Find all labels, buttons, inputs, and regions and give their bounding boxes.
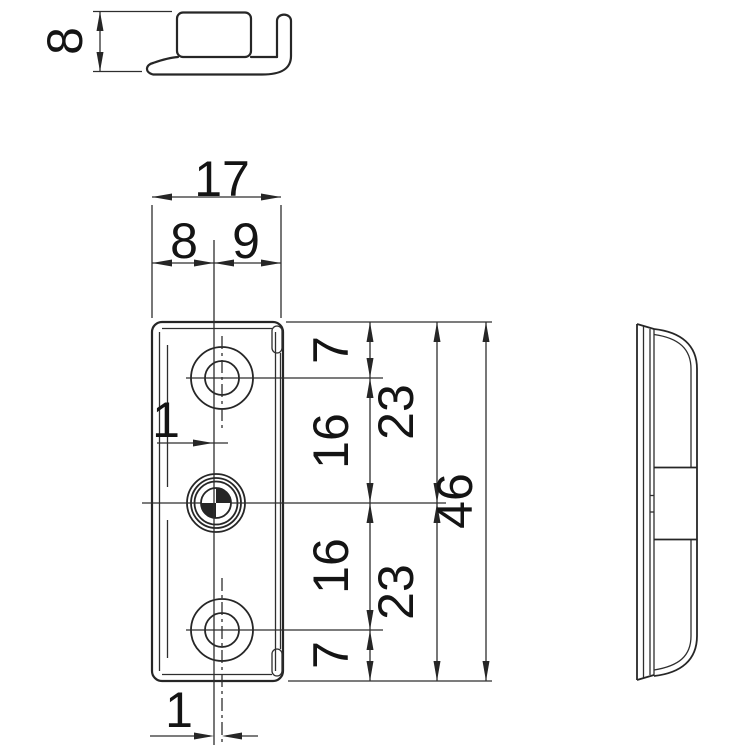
arrowhead-up — [366, 378, 374, 398]
arrowhead-left — [214, 259, 234, 267]
clip-lip-outline — [145, 13, 293, 76]
dim-lower-23-label: 23 — [368, 564, 424, 620]
arrowhead-down — [482, 661, 490, 681]
arrowhead-up — [96, 11, 104, 31]
dim-plate-height-label: 46 — [427, 473, 483, 529]
arrowhead-up — [366, 503, 374, 523]
dim-hole-from-right-label: 9 — [232, 213, 260, 269]
arrowhead-right — [194, 732, 214, 740]
dim-plate-width: 17 — [152, 151, 281, 207]
side-view — [636, 323, 698, 681]
center-hole — [142, 473, 446, 533]
arrowhead-left — [222, 732, 242, 740]
corner-fillet-bottom-right — [271, 648, 283, 677]
side-bottom-chamfer — [636, 674, 655, 681]
com-quadrant-bottom-left — [201, 503, 216, 518]
side-bulge-outer — [653, 328, 698, 677]
arrowhead-right — [193, 439, 213, 447]
dim-offset-bottom: 1 — [150, 682, 258, 740]
profile-view: 8 — [37, 10, 293, 76]
arrowhead-left — [152, 259, 172, 267]
dim-top-7-label: 7 — [303, 336, 359, 364]
dim-hole-from-right: 9 — [214, 213, 281, 269]
dim-profile-height-label: 8 — [37, 27, 93, 55]
front-view — [142, 240, 446, 745]
corner-fillet-top-right — [271, 325, 283, 354]
plate-outline — [150, 320, 285, 683]
arrowhead-up — [433, 322, 441, 342]
side-top-chamfer — [636, 323, 655, 330]
arrowhead-down — [366, 610, 374, 630]
arrowhead-right — [261, 193, 281, 201]
clip-block — [175, 11, 253, 59]
dim-offset-mid-label: 1 — [152, 392, 180, 448]
arrowhead-down — [96, 52, 104, 72]
dim-plate-height: 46 — [427, 322, 490, 681]
center-of-mass-icon — [200, 487, 232, 519]
dim-plate-width-label: 17 — [194, 151, 250, 207]
dim-upper-16-label: 16 — [303, 413, 359, 469]
right-dimensions: 7 16 16 7 23 23 46 — [286, 321, 492, 682]
arrowhead-up — [366, 630, 374, 650]
clip-ledge-left — [151, 55, 180, 65]
dim-23-column: 23 23 — [368, 322, 441, 681]
bottom-hole — [186, 578, 383, 745]
dim-lower-16-label: 16 — [303, 538, 359, 594]
arrowhead-right — [261, 259, 281, 267]
dim-hole-from-left-label: 8 — [170, 213, 198, 269]
arrowhead-down — [366, 483, 374, 503]
dim-offset-mid: 1 — [152, 392, 228, 448]
arrowhead-right — [194, 259, 214, 267]
dim-bottom-7-label: 7 — [303, 641, 359, 669]
arrowhead-down — [433, 661, 441, 681]
arrowhead-up — [433, 503, 441, 523]
side-bulge-inner-bottom — [653, 540, 692, 671]
dim-chain-column: 7 16 16 7 — [303, 322, 374, 681]
arrowhead-up — [366, 322, 374, 342]
top-dimensions: 17 8 9 — [151, 151, 282, 318]
dim-profile-height: 8 — [37, 10, 172, 73]
dim-offset-bottom-label: 1 — [165, 682, 193, 738]
arrowhead-down — [433, 483, 441, 503]
arrowhead-down — [366, 358, 374, 378]
arrowhead-down — [366, 661, 374, 681]
top-hole — [186, 336, 383, 428]
com-quadrant-top-right — [216, 488, 231, 503]
arrowhead-up — [482, 322, 490, 342]
arrowhead-left — [152, 193, 172, 201]
side-bulge-inner-top — [653, 333, 692, 467]
dim-upper-23-label: 23 — [368, 384, 424, 440]
